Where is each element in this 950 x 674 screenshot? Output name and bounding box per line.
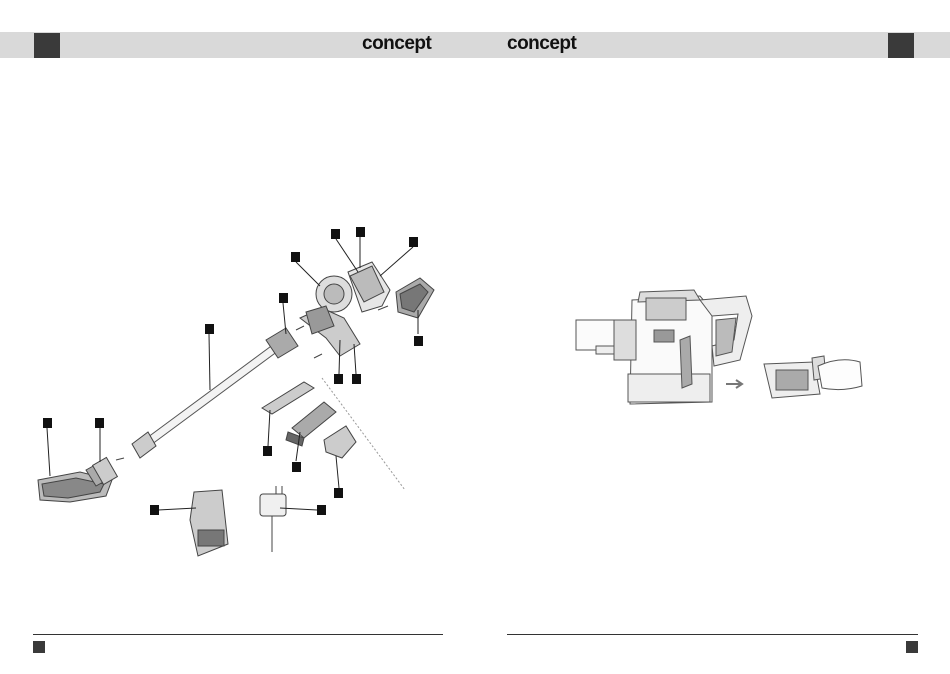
callout-marker — [150, 505, 159, 515]
arrow-brush — [116, 458, 124, 460]
extension-tube-icon — [132, 346, 278, 458]
callout-marker — [352, 374, 361, 384]
callout-marker — [95, 418, 104, 428]
callout-marker — [205, 324, 214, 334]
arrow-tube — [296, 326, 304, 330]
callout-marker — [334, 488, 343, 498]
callout-marker — [414, 336, 423, 346]
mini-brush-icon — [324, 426, 356, 458]
removed-battery-icon — [764, 356, 826, 398]
callout-marker — [356, 227, 365, 237]
battery-pack-icon — [396, 278, 434, 318]
battery-removal-illustration — [576, 290, 862, 404]
callout-marker — [263, 446, 272, 456]
wall-mount-icon — [190, 490, 228, 556]
handheld-unit-icon — [576, 290, 752, 404]
charger-icon — [260, 486, 286, 552]
callout-marker — [291, 252, 300, 262]
callout-marker — [292, 462, 301, 472]
arrow-remove-battery-icon — [726, 380, 742, 388]
callout-marker — [334, 374, 343, 384]
callout-marker — [279, 293, 288, 303]
callout-marker — [409, 237, 418, 247]
callout-marker — [317, 505, 326, 515]
arrow-accessories — [314, 354, 322, 358]
callout-marker — [331, 229, 340, 239]
crevice-tool-icon — [262, 382, 314, 414]
callout-marker — [43, 418, 52, 428]
hand-icon — [818, 360, 862, 390]
motor-unit-icon — [300, 262, 390, 356]
